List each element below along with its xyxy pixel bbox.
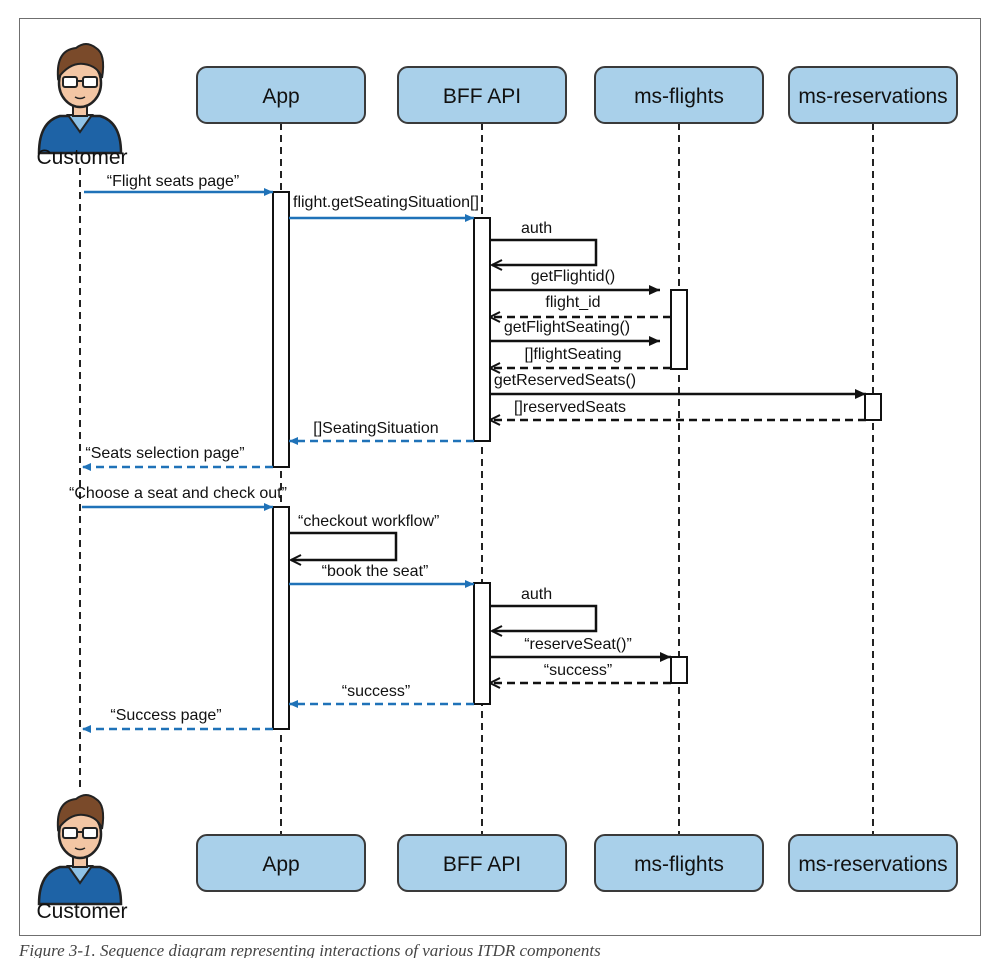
customer-avatar-icon <box>37 43 123 155</box>
customer-avatar-icon <box>37 794 123 906</box>
figure-caption: Figure 3-1. Sequence diagram representin… <box>19 941 601 958</box>
message-label: auth <box>521 586 552 603</box>
activation-bar-bff-5 <box>473 582 491 705</box>
message-label: getReservedSeats() <box>494 372 636 389</box>
self-call-arrow <box>490 604 598 631</box>
message-label: []reservedSeats <box>514 399 626 416</box>
participant-box-flights-bottom: ms-flights <box>594 834 764 892</box>
message-2: flight.getSeatingSituation[] <box>289 194 479 222</box>
message-11: “Seats selection page” <box>82 445 273 471</box>
message-label: flight_id <box>545 294 600 311</box>
message-6: getFlightSeating() <box>490 319 660 346</box>
activation-bar-reservations-3 <box>864 393 882 421</box>
participant-label-bff: BFF API <box>443 853 521 876</box>
participant-box-bff-top: BFF API <box>397 66 567 124</box>
message-label: “reserveSeat()” <box>524 636 632 653</box>
message-15: auth <box>490 586 598 631</box>
message-label: []flightSeating <box>525 346 622 363</box>
message-17: “success” <box>490 662 671 683</box>
message-label: auth <box>521 220 552 237</box>
message-7: []flightSeating <box>490 346 671 368</box>
participant-label-app: App <box>262 853 299 876</box>
message-label: “Seats selection page” <box>85 445 244 462</box>
message-label: “Success page” <box>110 707 221 724</box>
message-9: []reservedSeats <box>490 399 866 420</box>
participant-box-bff-bottom: BFF API <box>397 834 567 892</box>
message-14: “book the seat” <box>289 563 474 588</box>
message-13: “checkout workflow” <box>289 513 439 560</box>
message-18: “success” <box>289 683 474 708</box>
message-label: “Choose a seat and check out” <box>69 485 287 502</box>
self-call-arrow <box>490 238 598 265</box>
participant-box-reservations-bottom: ms-reservations <box>788 834 958 892</box>
message-label: “success” <box>544 662 612 679</box>
message-label: getFlightSeating() <box>504 319 630 336</box>
message-label: “checkout workflow” <box>298 513 439 530</box>
message-10: []SeatingSituation <box>289 420 474 445</box>
participant-label-reservations: ms-reservations <box>798 85 947 108</box>
activation-bar-flights-2 <box>670 289 688 370</box>
messages: “Flight seats page” flight.getSeatingSitu… <box>69 173 866 733</box>
diagram-frame <box>19 18 981 936</box>
participant-label-app: App <box>262 85 299 108</box>
activation-bar-flights-6 <box>670 656 688 684</box>
participant-box-flights-top: ms-flights <box>594 66 764 124</box>
participant-customer-top-label: Customer <box>36 146 127 169</box>
activation-bar-app-0 <box>272 191 290 468</box>
message-label: “book the seat” <box>322 563 429 580</box>
self-call-arrow <box>289 531 398 560</box>
message-8: getReservedSeats() <box>490 372 866 399</box>
participant-label-bff: BFF API <box>443 85 521 108</box>
message-16: “reserveSeat()” <box>490 636 671 662</box>
message-19: “Success page” <box>82 707 273 733</box>
message-label: getFlightid() <box>531 268 615 285</box>
activation-bars <box>272 191 882 730</box>
participant-label-flights: ms-flights <box>634 85 724 108</box>
message-12: “Choose a seat and check out” <box>69 485 287 511</box>
message-4: getFlightid() <box>490 268 660 295</box>
participant-label-flights: ms-flights <box>634 853 724 876</box>
participant-box-app-top: App <box>196 66 366 124</box>
participant-label-reservations: ms-reservations <box>798 853 947 876</box>
message-label: []SeatingSituation <box>313 420 438 437</box>
activation-bar-bff-1 <box>473 217 491 442</box>
message-1: “Flight seats page” <box>84 173 273 196</box>
message-label: “Flight seats page” <box>107 173 240 190</box>
message-5: flight_id <box>490 294 671 317</box>
message-label: “success” <box>342 683 410 700</box>
participant-customer-bottom-label: Customer <box>36 900 127 923</box>
activation-bar-app-4 <box>272 506 290 730</box>
participant-box-reservations-top: ms-reservations <box>788 66 958 124</box>
message-label: flight.getSeatingSituation[] <box>293 194 479 211</box>
participant-box-app-bottom: App <box>196 834 366 892</box>
message-3: auth <box>490 220 598 265</box>
